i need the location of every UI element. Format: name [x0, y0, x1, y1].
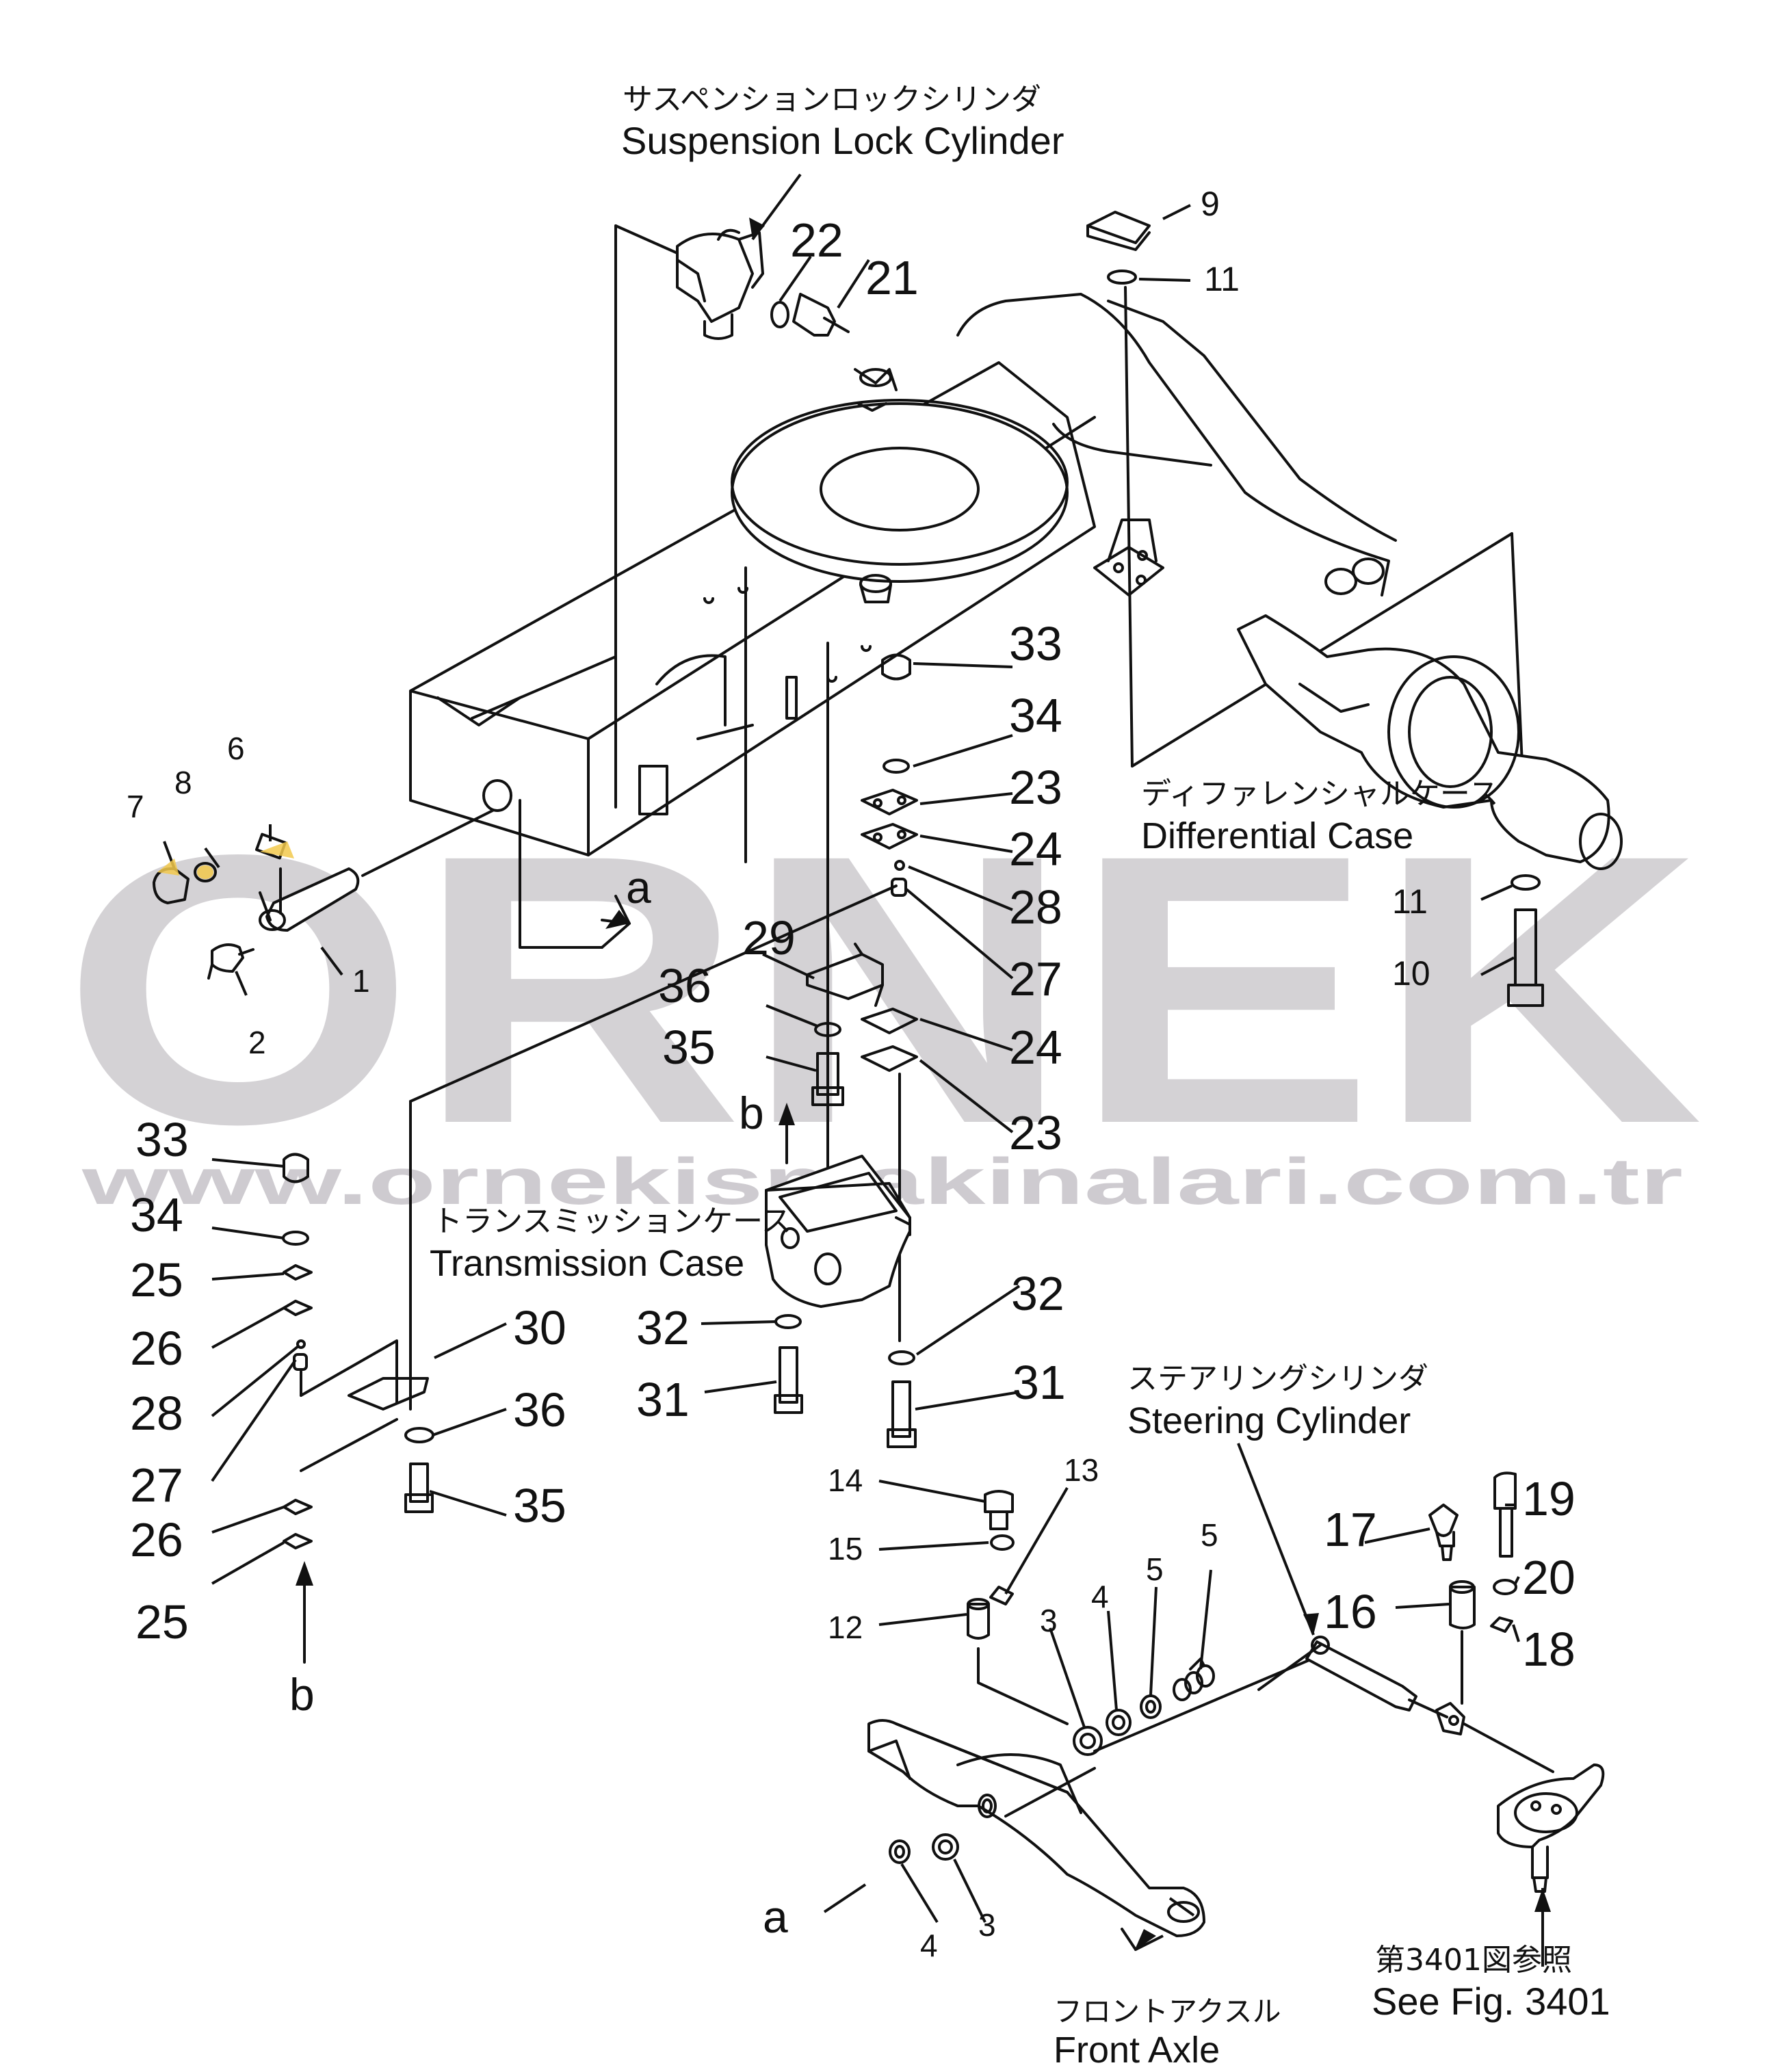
steering-cylinder [1305, 1640, 1417, 1712]
part-number: 29 [742, 911, 796, 965]
front-axle-label-jp: フロントアクスル [1054, 1995, 1281, 2028]
part-number: 28 [130, 1387, 183, 1440]
part-number: 31 [1012, 1356, 1066, 1409]
turntable-outer [731, 402, 1069, 583]
part-number: 9 [1201, 185, 1220, 223]
differential-case-label: Differential Case [1141, 815, 1413, 856]
part-number: 32 [636, 1301, 690, 1354]
arrowheads [296, 218, 1551, 1951]
pin-1 [265, 867, 360, 932]
part-number: 4 [1091, 1579, 1109, 1614]
part-numbers: 1 2 6 7 8 22 21 9 11 33 34 23 24 28 27 2… [127, 185, 1576, 1963]
differential-case [1237, 614, 1610, 863]
knuckle-arm [1497, 1763, 1605, 1848]
see-fig-label-jp: 第3401図参照 [1375, 1943, 1572, 1978]
part-number: 18 [1522, 1623, 1576, 1676]
part-number: 1 [352, 963, 370, 999]
part-number: 23 [1009, 1106, 1062, 1159]
leaders [163, 173, 1544, 1967]
transmission-case [765, 1155, 911, 1308]
part-number: 6 [227, 731, 245, 766]
highlight-mark [157, 841, 294, 879]
suspension-lock-cylinder-label-jp: サスペンションロックシリンダ [623, 82, 1041, 117]
part-number: 30 [513, 1301, 566, 1354]
differential-case-label-jp: ディファレンシャルケース [1141, 776, 1499, 811]
part-number: 11 [1204, 260, 1240, 298]
part-number: 3 [1040, 1603, 1058, 1638]
part-number: 26 [130, 1322, 183, 1375]
captions: サスペンションロックシリンダ Suspension Lock Cylinder … [430, 82, 1610, 2071]
part-number: 4 [920, 1928, 938, 1963]
part-number: 31 [636, 1373, 690, 1426]
front-axle [867, 1719, 1205, 1937]
part-number: 5 [1201, 1517, 1218, 1553]
part-number: 2 [248, 1025, 266, 1060]
part-number: 33 [1009, 617, 1062, 670]
part-number: 28 [1009, 880, 1062, 934]
part-number: 27 [130, 1458, 183, 1512]
reference-markers: a a b b [289, 862, 788, 1942]
marker-a-lower: a [763, 1891, 788, 1942]
front-axle-label: Front Axle [1054, 2030, 1220, 2069]
part-number: 16 [1324, 1585, 1377, 1638]
watermark: ORNEK www.ornekismakinalari.com.tr [62, 775, 1703, 1218]
see-fig-label: See Fig. 3401 [1372, 1980, 1610, 2023]
marker-a-upper: a [626, 862, 651, 913]
part-number: 7 [127, 789, 144, 824]
part-number: 17 [1324, 1503, 1377, 1556]
part-number: 20 [1522, 1551, 1576, 1604]
part-number: 36 [658, 959, 711, 1012]
part-number: 10 [1392, 954, 1430, 993]
turntable-inner [820, 447, 980, 532]
part-number: 26 [130, 1513, 183, 1566]
part-number: 34 [1009, 689, 1062, 742]
part-number: 35 [513, 1479, 566, 1532]
suspension-lock-cylinder-label: Suspension Lock Cylinder [621, 119, 1064, 162]
right-stack [861, 653, 918, 1448]
part-number: 24 [1009, 1021, 1062, 1074]
part-number: 23 [1009, 761, 1062, 814]
part-number: 15 [828, 1531, 863, 1566]
part-number: 22 [790, 213, 844, 267]
steering-cylinder-label-jp: ステアリングシリンダ [1127, 1361, 1428, 1396]
part-number: 3 [978, 1907, 996, 1943]
part-number: 35 [662, 1021, 716, 1074]
part-number: 25 [135, 1595, 189, 1649]
transmission-case-label-jp: トランスミッションケース [432, 1204, 792, 1239]
marker-b-lower: b [289, 1669, 315, 1720]
marker-b-upper: b [739, 1088, 764, 1138]
part-number: 24 [1009, 822, 1062, 876]
part-number: 8 [174, 765, 192, 800]
part-number: 21 [865, 251, 919, 304]
part-number: 27 [1009, 952, 1062, 1006]
part-number: 14 [828, 1463, 863, 1498]
part-number: 12 [828, 1610, 863, 1645]
part-number: 11 [1392, 882, 1428, 921]
part-number: 19 [1522, 1472, 1576, 1525]
transmission-case-label: Transmission Case [430, 1243, 744, 1284]
steering-cylinder-label: Steering Cylinder [1127, 1400, 1411, 1441]
suspension-lock-cylinder [676, 233, 754, 323]
part-number: 33 [135, 1113, 189, 1166]
linework [153, 211, 1623, 1951]
part-number: 5 [1146, 1551, 1164, 1587]
part-number: 34 [130, 1188, 183, 1242]
part-number: 25 [130, 1253, 183, 1307]
part-number: 13 [1064, 1452, 1099, 1488]
part-number: 32 [1011, 1267, 1064, 1320]
part-number: 36 [513, 1383, 566, 1437]
